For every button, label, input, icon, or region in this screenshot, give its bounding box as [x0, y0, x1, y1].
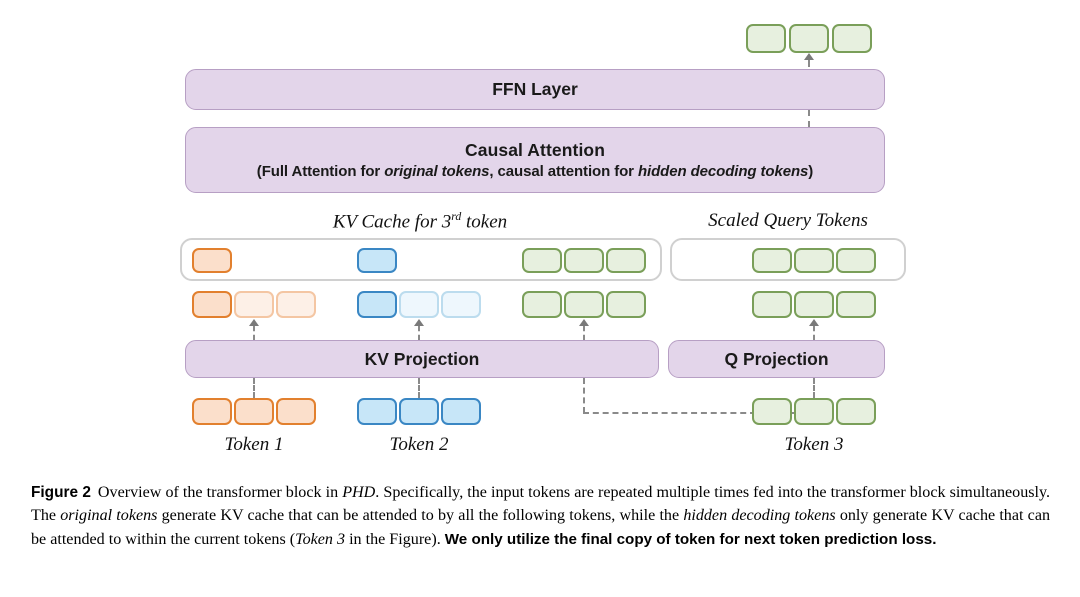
caption-em-hidden-decoding-tokens: hidden decoding tokens — [683, 507, 836, 525]
caption-em-token3: Token 3 — [295, 530, 346, 548]
kv-cache-cell-token2 — [357, 248, 397, 273]
connector-token1-to-kvproj — [253, 378, 255, 398]
figure-caption: Figure 2 Overview of the transformer bloc… — [31, 481, 1050, 551]
q-projection-block: Q Projection — [668, 340, 885, 378]
output-token-cell-3 — [832, 24, 872, 53]
kv-projection-label: KV Projection — [364, 348, 480, 369]
causal-attention-sub-post: ) — [808, 162, 814, 180]
caption-em-phd: PHD — [342, 484, 376, 501]
token2-cell-2 — [399, 398, 439, 425]
figure-number-label: Figure 2 — [31, 484, 91, 501]
kv-cache-cell-token1 — [192, 248, 232, 273]
arrow-kvproj-to-orange — [248, 319, 259, 326]
connector-token3-bridge-vertical-left — [583, 378, 585, 413]
token2-label: Token 2 — [389, 434, 449, 455]
caption-text-3: generate KV cache that can be attended t… — [157, 507, 684, 525]
ffn-layer-label: FFN Layer — [492, 79, 578, 100]
token3-label: Token 3 — [784, 434, 844, 455]
scaled-query-annotation-label: Scaled Query Tokens — [708, 210, 868, 231]
kv-projected-cell-green-1 — [522, 291, 562, 318]
ffn-layer-block: FFN Layer — [185, 69, 885, 110]
causal-attention-title: Causal Attention — [465, 140, 605, 161]
kv-projected-cell-orange-2 — [234, 291, 274, 318]
arrow-ffn-to-output — [803, 53, 814, 60]
caption-text-2: . Specifically, the input tokens are rep… — [31, 484, 1051, 525]
kv-cache-cell-token3-a — [522, 248, 562, 273]
kv-cache-container — [180, 238, 662, 281]
caption-em-original-tokens: original tokens — [60, 507, 158, 525]
kv-cache-annotation-label: KV Cache for 3rd token — [220, 210, 620, 233]
arrow-kvproj-to-green — [578, 319, 589, 326]
token1-cell-1 — [192, 398, 232, 425]
kv-projected-cell-green-2 — [564, 291, 604, 318]
token1-cell-2 — [234, 398, 274, 425]
connector-qproj-to-green — [813, 326, 815, 340]
connector-ffn-to-output — [808, 58, 810, 67]
causal-attention-em-original-tokens: original tokens — [384, 162, 490, 180]
kv-cache-cell-token3-c — [606, 248, 646, 273]
kv-projected-cell-orange-1 — [192, 291, 232, 318]
token1-label: Token 1 — [224, 434, 284, 455]
kv-projected-cell-blue-1 — [357, 291, 397, 318]
token3-cell-3 — [836, 398, 876, 425]
kv-cache-cell-token3-b — [564, 248, 604, 273]
output-token-cell-1 — [746, 24, 786, 53]
q-projected-cell-1 — [752, 291, 792, 318]
figure-diagram: FFN Layer Causal Attention (Full Attenti… — [180, 24, 906, 455]
causal-attention-sub-mid: , causal attention for — [489, 162, 638, 180]
connector-kvproj-to-blue — [418, 326, 420, 340]
q-projection-label: Q Projection — [724, 348, 829, 369]
q-projected-cell-3 — [836, 291, 876, 318]
caption-bold-tail: We only utilize the final copy of token … — [444, 530, 937, 548]
connector-kvproj-to-orange — [253, 326, 255, 340]
connector-token3-to-qproj — [813, 378, 815, 398]
connector-kvproj-to-green — [583, 326, 585, 340]
caption-text-4: only generate KV cache that can be atten… — [31, 507, 1051, 548]
output-token-cell-2 — [789, 24, 829, 53]
scaled-query-cell-3 — [836, 248, 876, 273]
kv-projected-cell-green-3 — [606, 291, 646, 318]
arrow-kvproj-to-blue — [413, 319, 424, 326]
causal-attention-block: Causal Attention (Full Attention for ori… — [185, 127, 885, 193]
causal-attention-em-hidden-decoding-tokens: hidden decoding tokens — [637, 162, 809, 180]
kv-projected-cell-blue-2 — [399, 291, 439, 318]
connector-token2-to-kvproj — [418, 378, 420, 398]
caption-text-1: Overview of the transformer block in — [97, 484, 343, 501]
causal-attention-subtitle: (Full Attention for original tokens, cau… — [257, 162, 813, 181]
q-projected-cell-2 — [794, 291, 834, 318]
token1-cell-3 — [276, 398, 316, 425]
caption-text-5: in the Figure). — [345, 530, 445, 548]
token2-cell-3 — [441, 398, 481, 425]
scaled-query-cell-2 — [794, 248, 834, 273]
token3-cell-2 — [794, 398, 834, 425]
kv-cache-label-pre: KV Cache for 3 — [332, 211, 452, 233]
kv-projected-cell-blue-3 — [441, 291, 481, 318]
connector-attention-to-ffn — [808, 110, 810, 127]
scaled-query-cell-1 — [752, 248, 792, 273]
arrow-qproj-to-green — [808, 319, 819, 326]
causal-attention-sub-pre: (Full Attention for — [256, 162, 385, 180]
kv-projected-cell-orange-3 — [276, 291, 316, 318]
token3-cell-1 — [752, 398, 792, 425]
token2-cell-1 — [357, 398, 397, 425]
kv-projection-block: KV Projection — [185, 340, 659, 378]
kv-cache-label-ordinal-suffix: rd — [451, 210, 462, 223]
kv-cache-label-post: token — [461, 211, 508, 233]
connector-token3-bridge-horizontal — [583, 412, 815, 414]
